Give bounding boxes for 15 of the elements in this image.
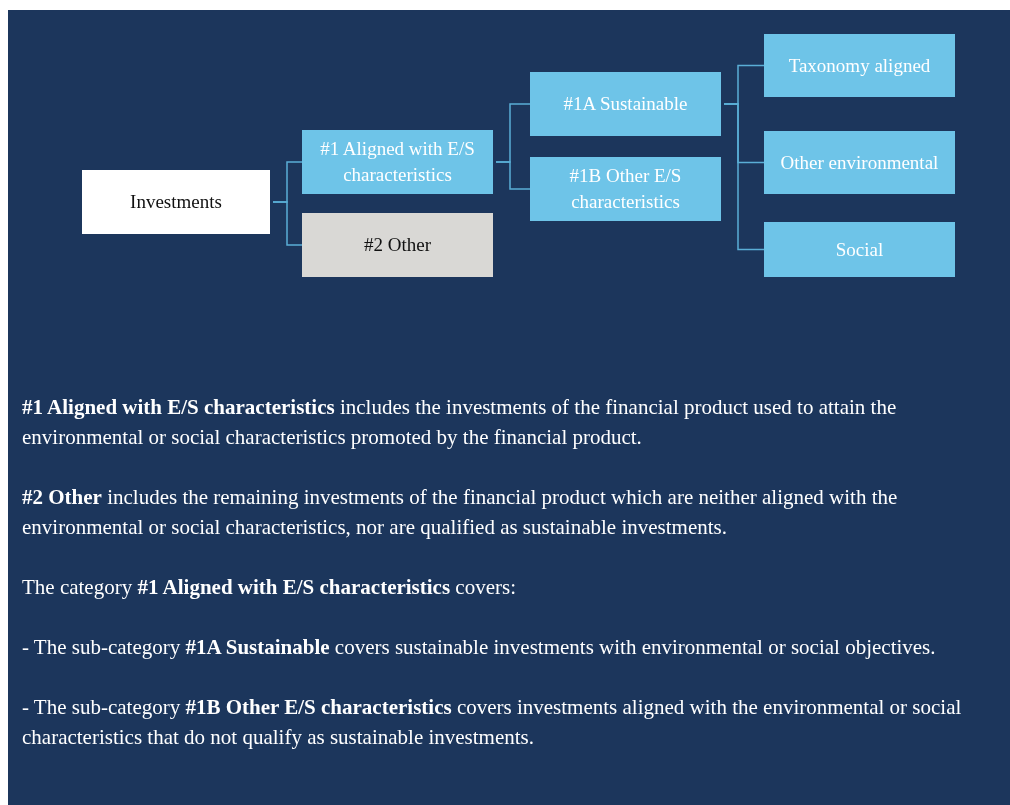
category-box: Social: [764, 222, 955, 277]
explanation-text: The category #1 Aligned with E/S characteristics covers:: [22, 574, 517, 601]
category-box: #2 Other: [302, 213, 493, 277]
explanation-text: - The sub-category #1B Other E/S characteristics covers investments aligned with the environmental or social characteristics that do not qualify as sustainable investments.: [22, 694, 963, 751]
category-box: Taxonomy aligned: [764, 34, 955, 97]
explanation-text: #2 Other includes the remaining investments of the financial product which are neither aligned with the environmental or social characteristics, nor are qualified as sustainable investments.: [22, 484, 899, 541]
category-box: Other environmental: [764, 131, 955, 194]
category-box: Investments: [82, 170, 270, 234]
category-box: #1B Other E/S characteristics: [530, 157, 721, 221]
explanation-text: #1 Aligned with E/S characteristics includes the investments of the financial product used to attain the environmental or social characteristics promoted by the financial product.: [22, 394, 898, 451]
connector-line: [272, 201, 303, 246]
category-box: #1A Sustainable: [530, 72, 721, 136]
connector-line: [495, 161, 531, 190]
category-box: #1 Aligned with E/S characteristics: [302, 130, 493, 194]
explanation-text: - The sub-category #1A Sustainable covers sustainable investments with environmental or social objectives.: [22, 634, 937, 661]
